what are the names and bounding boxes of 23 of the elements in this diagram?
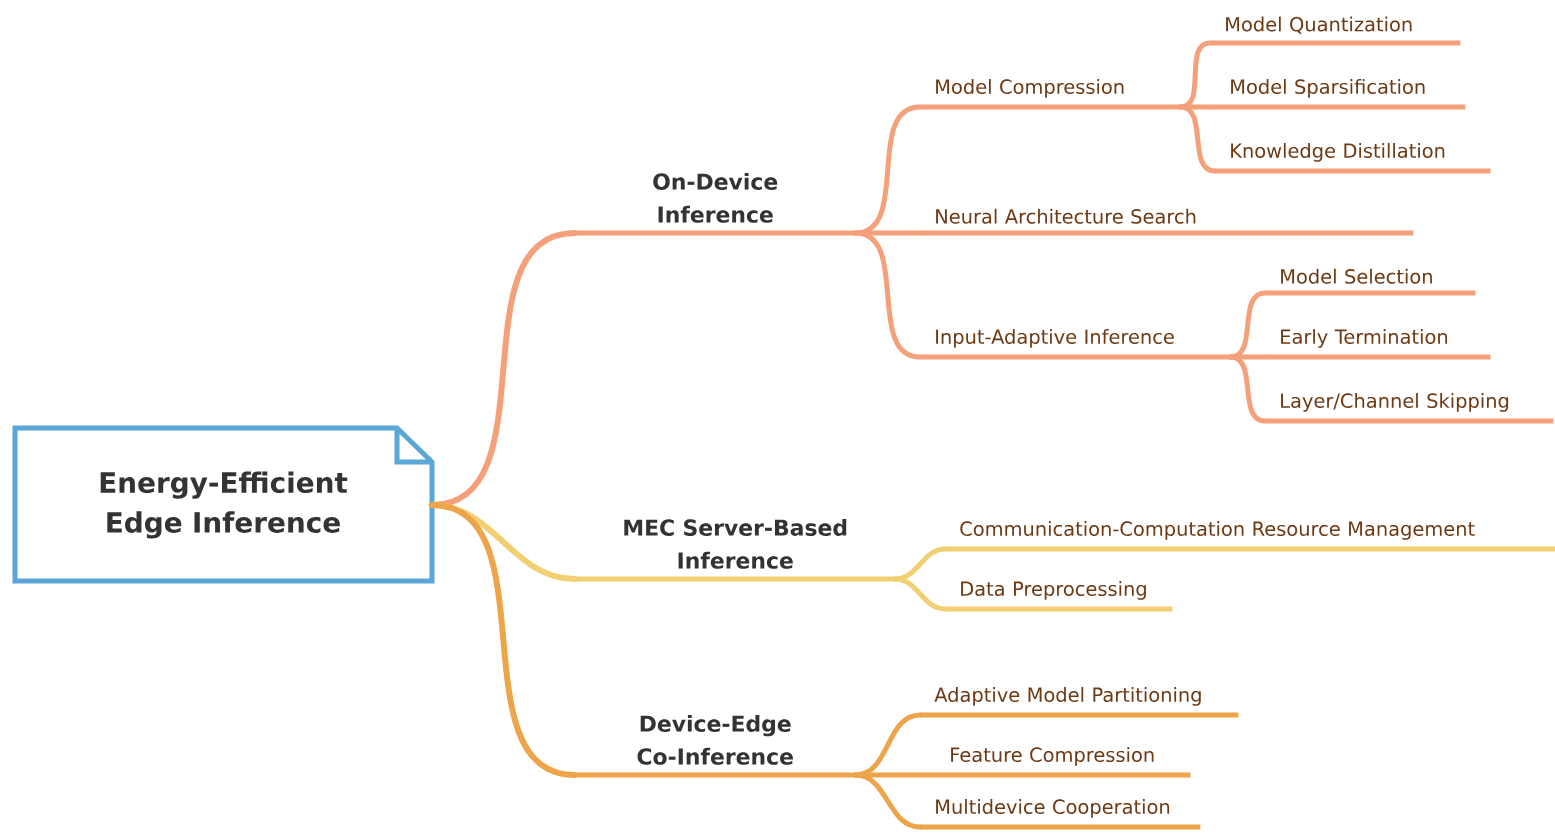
topic-label: Input-Adaptive Inference	[920, 329, 1231, 360]
branch-curve	[852, 772, 923, 830]
topic-label: Layer/Channel Skipping	[1265, 393, 1554, 424]
topic-label: Multidevice Cooperation	[920, 799, 1201, 830]
topic-label: Model Quantization	[1210, 16, 1461, 46]
branch-curve	[892, 546, 948, 582]
topic-label: Feature Compression	[935, 747, 1191, 778]
topic-label: Model Compression	[920, 79, 1181, 110]
branch-curve	[428, 502, 578, 778]
topic-label: Neural Architecture Search	[920, 208, 1414, 236]
branch-curve	[852, 230, 923, 360]
branch-label: MEC Server-Based Inference	[575, 518, 896, 582]
branch-label: Device-Edge Co-Inference	[575, 714, 856, 778]
topic-label: Early Termination	[1265, 329, 1491, 360]
topic-label: Model Sparsification	[1215, 79, 1466, 110]
branch-curve	[892, 576, 948, 612]
topic-label: Adaptive Model Partitioning	[920, 687, 1239, 718]
topic-label: Knowledge Distillation	[1215, 143, 1491, 174]
topic-label: Communication-Computation Resource Management	[945, 521, 1555, 552]
root-box: Energy-Efficient Edge Inference	[12, 425, 435, 584]
branch-label: On-Device Inference	[575, 172, 856, 236]
topic-label: Data Preprocessing	[945, 581, 1173, 612]
topic-label: Model Selection	[1265, 268, 1476, 296]
